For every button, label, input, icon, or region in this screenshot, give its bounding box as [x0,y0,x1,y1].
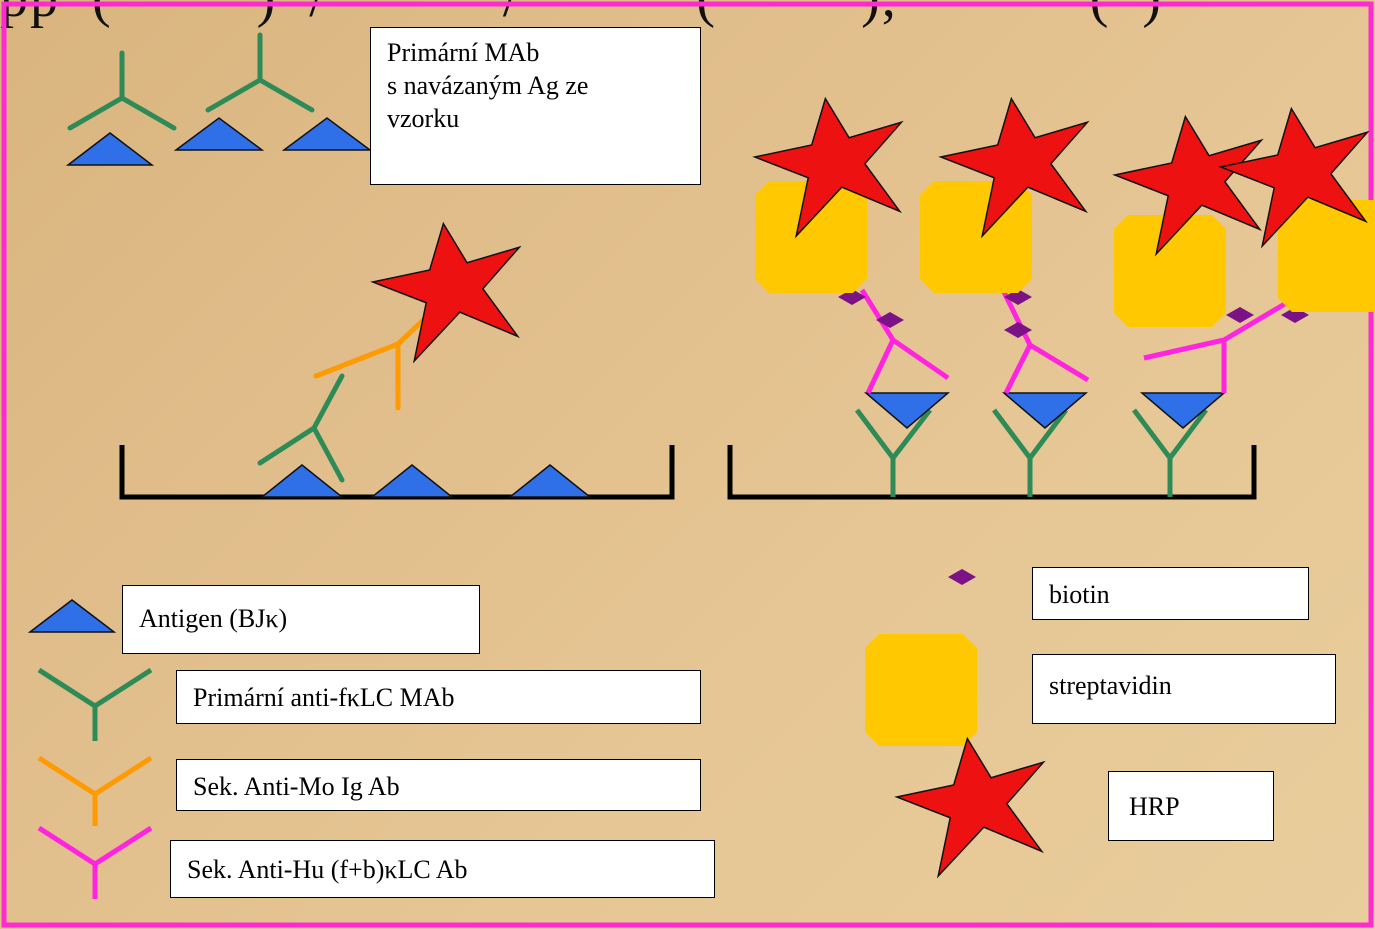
legend-icons [27,569,1058,899]
primary-antibody-icon [257,373,345,483]
antibody-y-icon [37,825,153,899]
hrp-star-icon [889,727,1058,881]
antigen-triangle-icon [1139,392,1227,429]
right-well [727,87,1375,500]
capture-complex-2 [920,87,1102,497]
legend-primary-mab-label: Primární anti-fκLC MAb [176,670,701,724]
antigen-triangle-icon [65,132,155,166]
streptavidin-octagon-icon [865,634,977,746]
left-well [119,212,675,500]
primary-mab-with-antigen-label: Primární MAb s navázaným Ag ze vzorku [370,27,701,185]
antigen-triangle-icon [173,117,265,151]
biotin-diamond-icon [876,312,904,328]
antigen-triangle-icon [1001,392,1089,429]
antibody-y-icon [37,755,153,826]
hrp-star-icon [365,212,534,366]
capture-complex-1 [747,87,951,497]
antigen-triangle-icon [507,464,593,498]
capture-complex-3 [1107,105,1309,497]
label-line-1: Primární MAb [387,38,540,67]
primary-antibody-icon [70,53,174,128]
biotin-diamond-icon [948,569,976,585]
legend-hrp-label: HRP [1108,771,1274,841]
legend-sek-hu-label: Sek. Anti-Hu (f+b)κLC Ab [170,840,715,898]
antigen-triangle-icon [369,464,455,498]
legend-sek-mo-label: Sek. Anti-Mo Ig Ab [176,759,701,811]
label-line-2: s navázaným Ag ze [387,71,589,100]
antigen-triangle-icon [863,392,951,429]
antigen-triangle-icon [27,599,117,633]
primary-mab-with-antigen-group [65,35,373,166]
antigen-triangle-icon [281,117,373,151]
legend-biotin-label: biotin [1032,567,1309,620]
antigen-triangle-icon [259,464,345,498]
legend-antigen-label: Antigen (BJκ) [122,585,480,654]
antibody-y-icon [37,667,153,741]
label-line-3: vzorku [387,104,460,133]
primary-antibody-icon [208,35,312,110]
biotin-diamond-icon [1226,307,1254,323]
legend-streptavidin-label: streptavidin [1032,654,1336,724]
